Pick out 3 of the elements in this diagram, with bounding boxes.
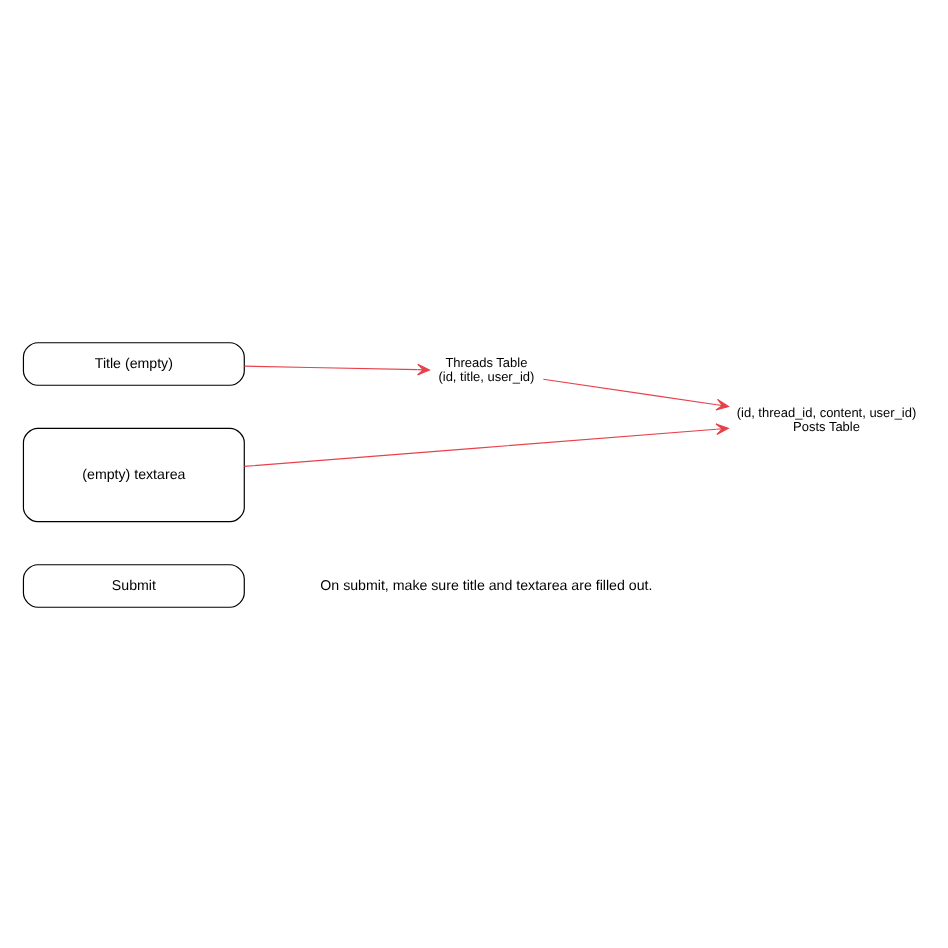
arrow <box>542 377 730 410</box>
arrow <box>243 422 729 466</box>
arrow <box>243 362 431 375</box>
